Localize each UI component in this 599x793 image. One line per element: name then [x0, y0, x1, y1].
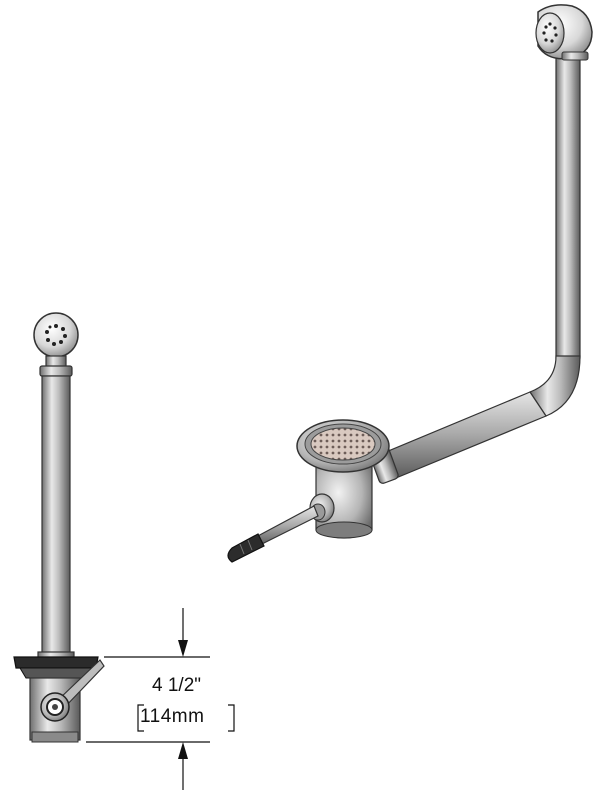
front-sink-flange	[13, 656, 99, 669]
isometric-view-assembly	[227, 4, 593, 563]
iso-knob-logo-icon	[542, 22, 558, 43]
iso-connector-pipe	[385, 391, 547, 479]
iso-strainer-basket	[310, 427, 376, 461]
front-view-assembly	[13, 312, 105, 743]
front-overflow-knob	[33, 312, 79, 358]
dimension-imperial: 4 1/2"	[152, 675, 202, 696]
front-overflow-tube	[41, 375, 71, 655]
dimension-annotation	[86, 608, 235, 790]
iso-overflow-knob	[535, 12, 565, 54]
dimension-metric: 114mm	[140, 706, 205, 727]
iso-overflow-tube	[555, 57, 581, 359]
knob-logo-icon	[45, 324, 67, 346]
iso-lever-handle	[227, 533, 265, 563]
